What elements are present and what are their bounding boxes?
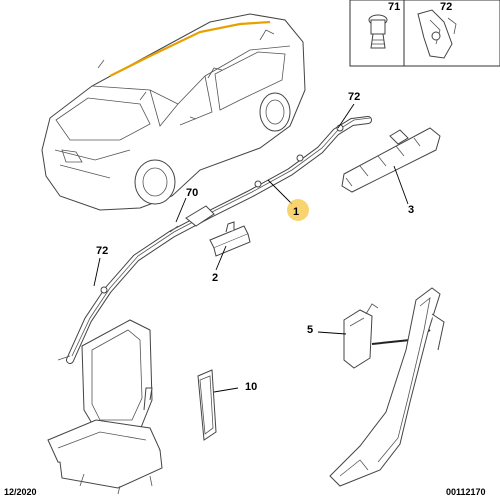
footer-reference: 00112170 <box>446 487 486 497</box>
callout-5: 5 <box>307 324 313 336</box>
callout-3: 3 <box>408 204 414 216</box>
callout-10: 10 <box>245 381 257 393</box>
vehicle-illustration <box>41 13 306 211</box>
callout-72-top: 72 <box>348 91 360 103</box>
callout-2: 2 <box>212 272 218 284</box>
bracket-72-icon <box>417 9 457 59</box>
inset-label-72: 72 <box>440 1 452 13</box>
footer-date: 12/2020 <box>4 487 37 497</box>
clip-71-icon <box>368 14 388 49</box>
callout-70: 70 <box>186 187 198 199</box>
callout-1-highlight <box>287 199 309 221</box>
leader-lines <box>93 103 409 393</box>
curtain-airbag-part-1 <box>57 116 372 364</box>
seat-illustration <box>47 319 163 495</box>
callout-72-left: 72 <box>96 245 108 257</box>
inset-label-71: 71 <box>388 1 400 13</box>
airbag-in-vehicle <box>109 20 271 77</box>
fastener-inset: 71 72 <box>349 0 500 67</box>
bracket-part-2 <box>209 221 251 257</box>
pillar-trim <box>329 287 445 487</box>
side-airbag-part-10 <box>197 369 217 441</box>
bracket-part-3 <box>341 127 441 193</box>
callout-1: 1 <box>293 206 299 218</box>
